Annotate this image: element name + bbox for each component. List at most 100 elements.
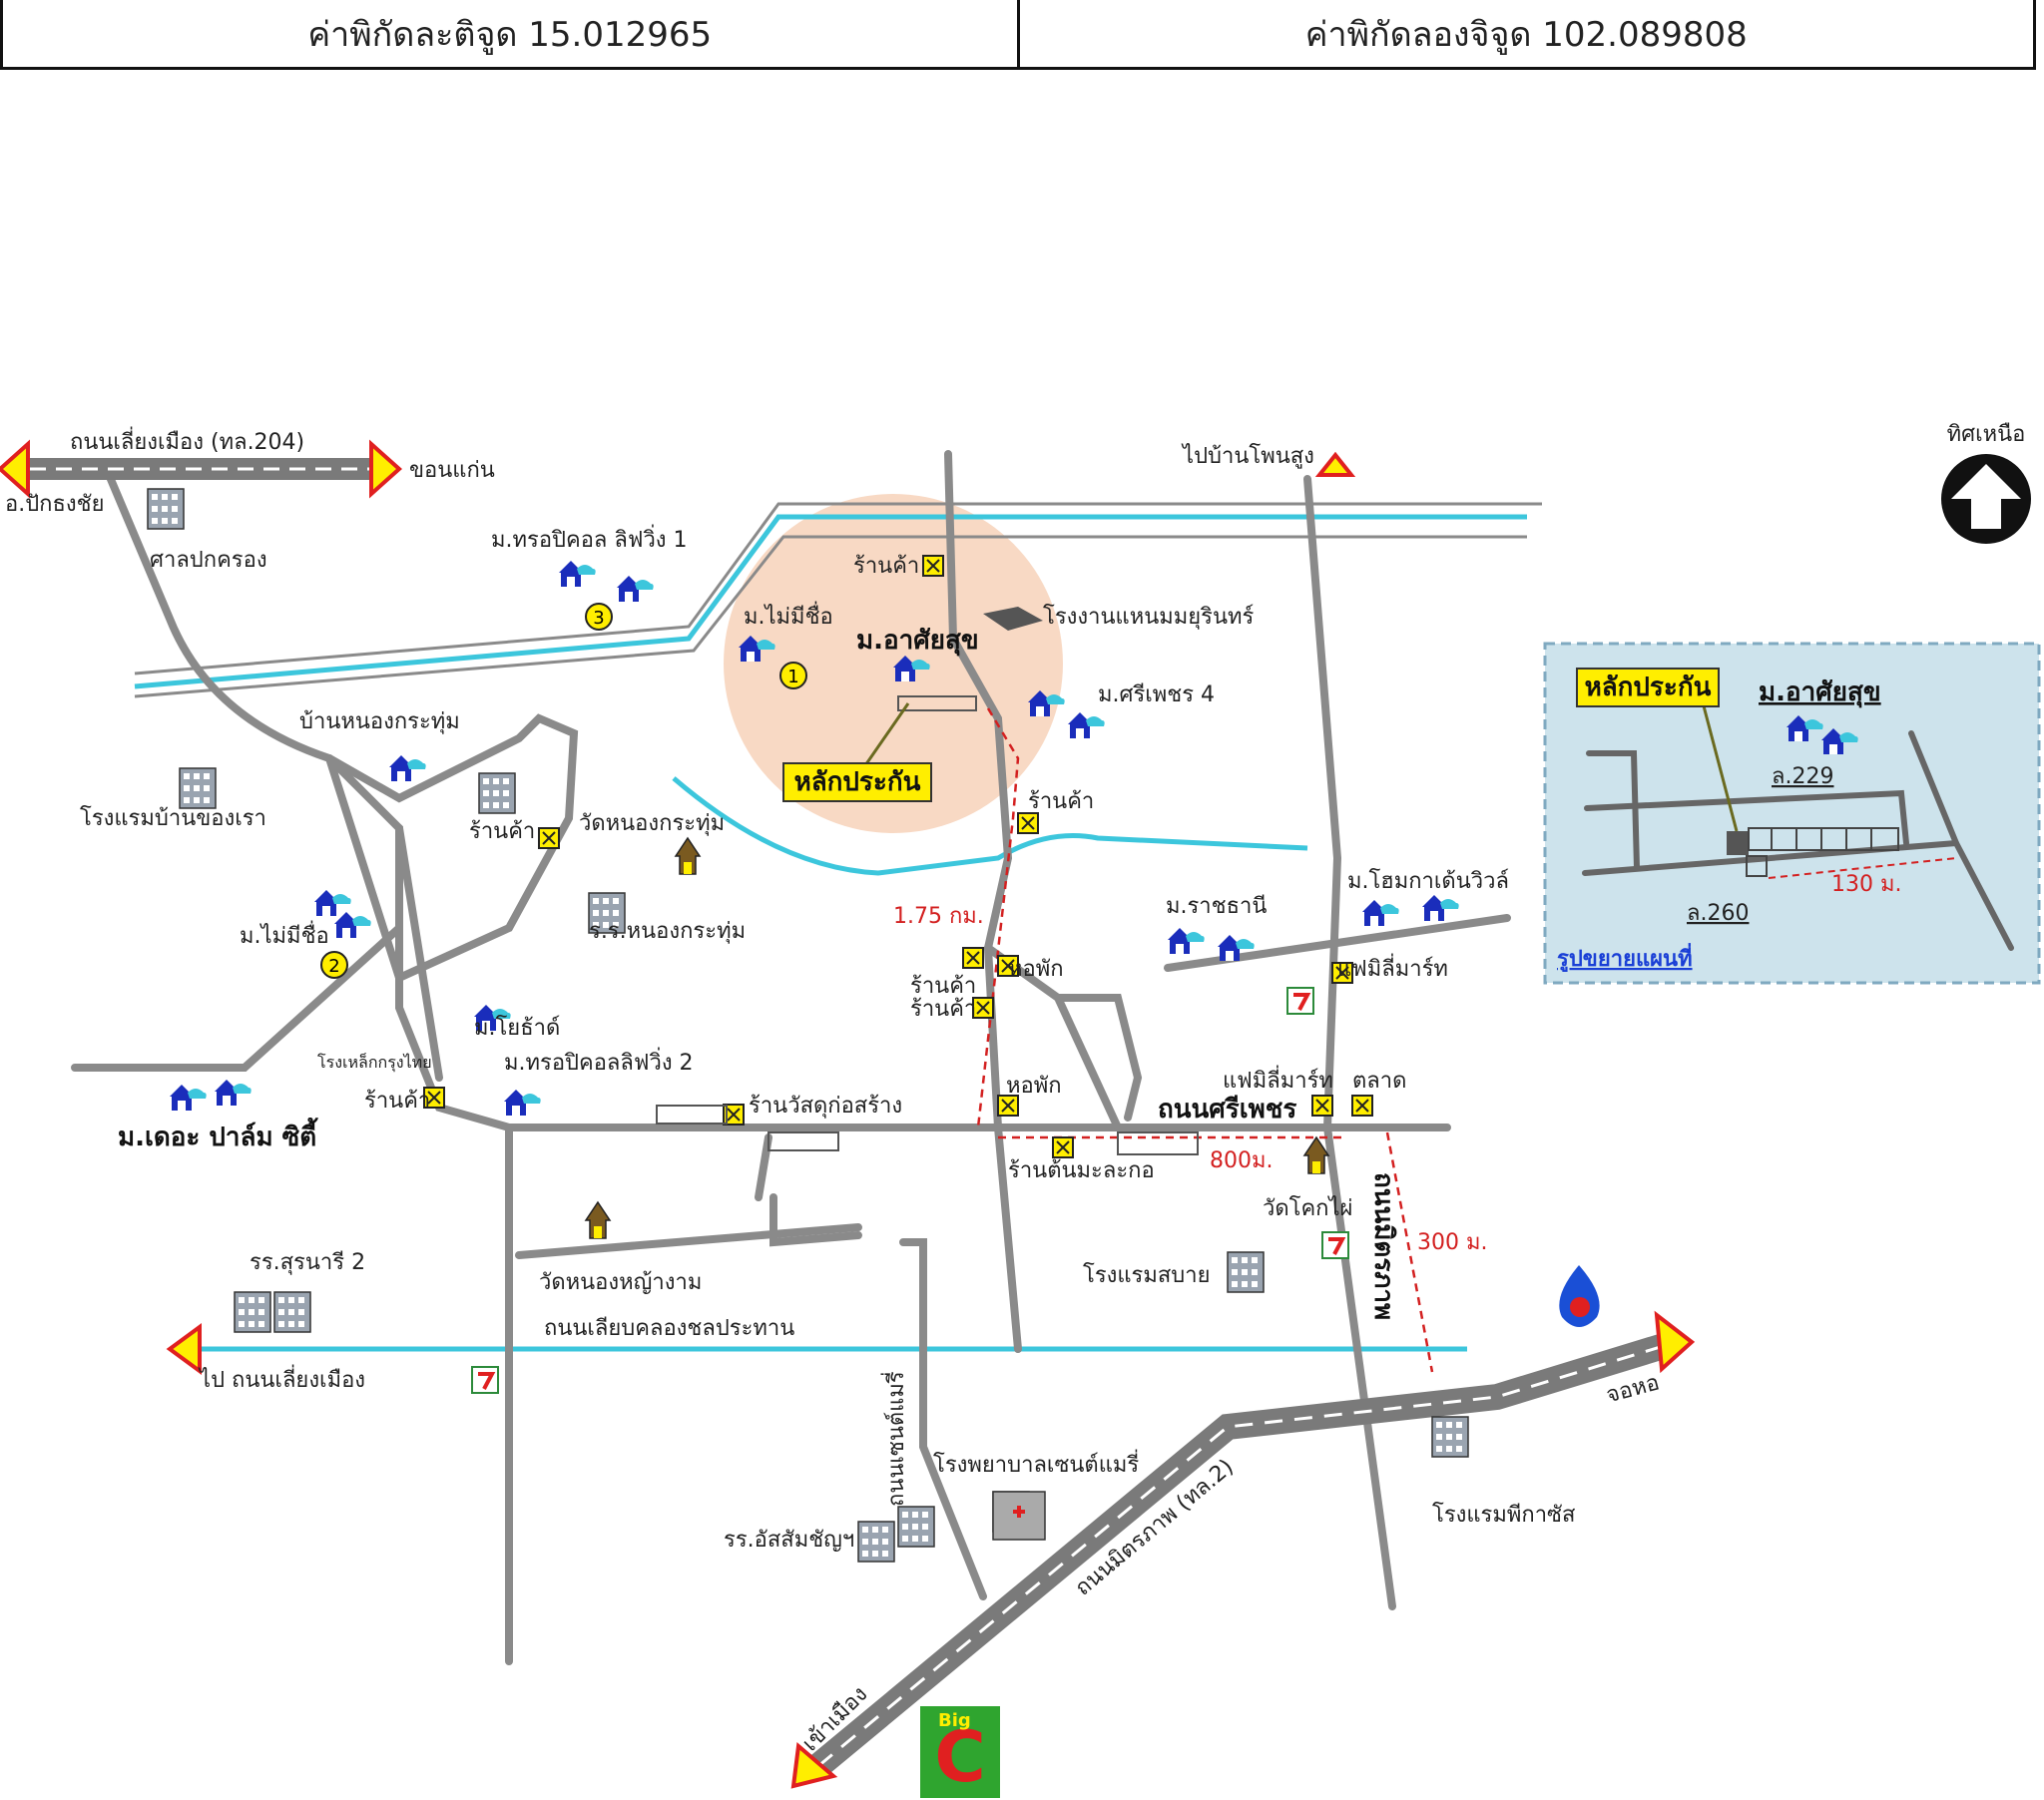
house-icon [559, 561, 596, 587]
shop-icon [1351, 1095, 1373, 1117]
jo-ho-label: จอหอ [1604, 1370, 1662, 1408]
building-icon [1227, 1251, 1265, 1293]
pegasus-hotel-label: โรงแรมพีกาซัส [1432, 1502, 1576, 1528]
assumption-label: รร.อัสสัมชัญฯ [724, 1528, 854, 1553]
shop-label: ร้านค้า [910, 997, 976, 1022]
wat-nong-kra-thum-label: วัดหนองกระทุ่ม [579, 811, 725, 836]
svg-text:3: 3 [593, 608, 604, 629]
house-icon [215, 1080, 252, 1106]
inset-caption[interactable]: รูปขยายแผนที่ [1557, 942, 1693, 973]
pak-thong-chai-label: อ.ปักธงชัย [5, 492, 104, 517]
inset-lot229-label: ล.229 [1772, 764, 1833, 789]
distance-300-label: 300 ม. [1417, 1230, 1487, 1255]
distance-175-label: 1.75 กม. [893, 904, 984, 929]
suranaree-school-label: รร.สุรนารี 2 [250, 1250, 365, 1275]
building-icon [897, 1506, 935, 1548]
asai-suk-label: ม.อาศัยสุข [856, 626, 979, 657]
coordinates-table: ค่าพิกัดละติจูด 15.012965 ค่าพิกัดลองจิจ… [0, 0, 2036, 70]
dormitory-label: หอพัก [1006, 1074, 1062, 1099]
st-mary-hospital-label: โรงพยาบาลเซนต์แมรี่ [933, 1449, 1139, 1478]
school-nong-kra-thum-label: ร.ร.หนองกระทุ่ม [589, 919, 746, 944]
hotel-ban-khong-rao-label: โรงแรมบ้านของเรา [80, 805, 266, 831]
house-icon [617, 576, 654, 602]
compass-label: ทิศเหนือ [1947, 422, 2026, 447]
highway-204 [0, 439, 403, 499]
canal-road-label: ถนนเลียบคลองชลประทาน [544, 1316, 794, 1341]
temple-icon [675, 837, 701, 875]
svg-text:1: 1 [787, 667, 798, 687]
ratchathani-label: ม.ราชธานี [1166, 894, 1267, 919]
house-icon [1068, 712, 1105, 738]
wat-khok-mai-label: วัดโคกไผ่ [1263, 1195, 1352, 1221]
house-icon [170, 1085, 207, 1111]
ton-ma-la-kor-label: ร้านต้นมะละกอ [1008, 1158, 1155, 1183]
the-palm-label: ม.เดอะ ปาล์ม ซิตี้ [118, 1117, 318, 1152]
house-icon [504, 1090, 541, 1116]
to-loop-road-label: ไป ถนนเลี่ยงเมือง [198, 1364, 365, 1393]
temple-icon [585, 1201, 611, 1239]
mai-mi-chue-top-label: ม.ไม่มีชื่อ [744, 601, 833, 630]
seven-eleven-icon [470, 1365, 500, 1395]
shop-icon [538, 827, 560, 849]
factory-label: โรงงานแหนมมยุรินทร์ [1043, 604, 1254, 630]
inset-asai-suk-label: ม.อาศัยสุข [1759, 677, 1881, 708]
temple-icon [1303, 1136, 1329, 1174]
seven-eleven-icon [1285, 986, 1315, 1016]
building-icon [234, 1291, 271, 1333]
big-c-logo: C Big [920, 1706, 1000, 1798]
shop-icon [962, 947, 984, 969]
shop-label: ร้านค้า [469, 819, 535, 844]
to-ban-pho-sung-label: ไปบ้านโพนสูง [1181, 443, 1314, 469]
longitude-cell: ค่าพิกัดลองจิจูด 102.089808 [1016, 0, 2034, 67]
north-road-arrow [1314, 451, 1356, 477]
shop-label: ร้านค้า [910, 974, 976, 999]
sriphet4-label: ม.ศรีเพชร 4 [1098, 682, 1215, 707]
seven-eleven-icon [1320, 1230, 1350, 1260]
latitude-cell: ค่าพิกัดละติจูด 15.012965 [307, 14, 713, 55]
highway-2 [790, 1310, 1696, 1789]
steel-factory-label: โรงเหล็กกรุงไทย [317, 1052, 432, 1073]
hospital-icon [992, 1491, 1046, 1541]
mai-mi-chue-2-label: ม.ไม่มีชื่อ [240, 920, 329, 949]
sala-label: ศาลปกครอง [150, 548, 267, 573]
saint-mary-road-label: ถนนเซนต์แมรี่ [880, 1371, 909, 1507]
nong-kra-thum-village-label: บ้านหนองกระทุ่ม [299, 709, 460, 734]
dormitory-label: หอพัก [1008, 957, 1064, 982]
homeland-label: ม.โฮมกาเด้นวิวล์ [1347, 868, 1509, 894]
shop-label: ร้านค้า [1028, 789, 1094, 814]
shop-icon [922, 555, 944, 577]
wat-nong-ya-ngam-label: วัดหนองหญ้างาม [539, 1270, 702, 1295]
yothin-label: ม.โยธ้าด์ [474, 1015, 560, 1041]
inset-map: หลักประกัน ม.อาศัยสุข ล.229 ล.260 130 ม.… [1543, 642, 2041, 985]
trop-2-label: ม.ทรอปิคอลลิฟวิ่ง 2 [504, 1047, 694, 1076]
svg-text:C: C [934, 1716, 985, 1798]
building-icon [273, 1291, 311, 1333]
canals [134, 514, 1527, 1352]
building-icon [179, 767, 217, 809]
collateral-label: หลักประกัน [794, 767, 921, 797]
marker-3: 3 [585, 603, 613, 631]
svg-text:2: 2 [328, 956, 339, 977]
svg-text:Big: Big [938, 1710, 971, 1731]
inset-collateral-label: หลักประกัน [1585, 673, 1712, 702]
highlight-area [724, 494, 1063, 833]
family-mart-label: แฟมิลี่มาร์ท [1223, 1065, 1333, 1094]
collateral-label-box [782, 762, 932, 802]
inset-lot260-label: ล.260 [1687, 901, 1749, 926]
factory-icon [983, 607, 1043, 631]
market-label: ตลาด [1352, 1069, 1406, 1094]
khon-kaen-label: ขอนแก่น [409, 458, 495, 483]
marker-2: 2 [320, 951, 348, 979]
hotel-sabai-label: โรงแรมสบาย [1083, 1262, 1211, 1288]
marker-1: 1 [779, 662, 807, 689]
house-icon [389, 755, 426, 781]
building-icon [147, 488, 185, 530]
building-icon [478, 772, 516, 814]
si-phet-road-label: ถนนศรีเพชร [1158, 1095, 1296, 1125]
west-arrow [166, 1323, 202, 1375]
shop-label: ร้านค้า [853, 554, 919, 579]
trop-1-label: ม.ทรอปิคอล ลิฟวิ่ง 1 [491, 524, 688, 553]
shop-icon [1311, 1095, 1333, 1117]
building-icon [1431, 1416, 1469, 1458]
